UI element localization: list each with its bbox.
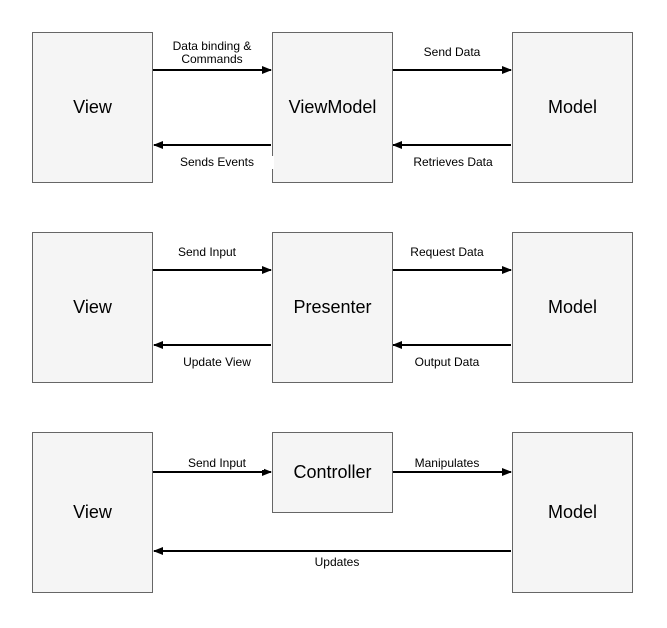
mvvm-view-label: View xyxy=(73,97,112,117)
mvp-presenter-label: Presenter xyxy=(293,297,372,317)
mvc-manipulates-label: Manipulates xyxy=(400,457,494,470)
mvp-send-input-label: Send Input xyxy=(160,246,254,259)
mvp-request-data-label: Request Data xyxy=(400,246,494,259)
mvvm-retrieves-data-label: Retrieves Data xyxy=(398,156,508,169)
mvp-presenter-box: Presenter xyxy=(272,232,393,383)
mvp-model-label: Model xyxy=(547,297,598,317)
mvp-model-box: Model xyxy=(512,232,633,383)
mvp-view-label: View xyxy=(73,297,112,317)
mvvm-model-label: Model xyxy=(547,97,598,117)
mvp-output-data-label: Output Data xyxy=(400,356,494,369)
mvvm-binding-label: Data binding & Commands xyxy=(160,40,264,66)
mvvm-viewmodel-box: ViewModel xyxy=(272,32,393,183)
mvc-view-label: View xyxy=(73,502,112,522)
mvvm-model-box: Model xyxy=(512,32,633,183)
mvc-controller-label: Controller xyxy=(293,462,372,482)
mvp-view-box: View xyxy=(32,232,153,383)
mvvm-sends-events-label: Sends Events xyxy=(160,156,274,169)
mvc-view-box: View xyxy=(32,432,153,593)
mvc-send-input-label: Send Input xyxy=(170,457,264,470)
mvvm-view-box: View xyxy=(32,32,153,183)
mvc-updates-label: Updates xyxy=(290,556,384,569)
mvc-model-box: Model xyxy=(512,432,633,593)
mvc-model-label: Model xyxy=(547,502,598,522)
mvvm-viewmodel-label: ViewModel xyxy=(288,97,377,117)
mvp-update-view-label: Update View xyxy=(170,356,264,369)
mvc-controller-box: Controller xyxy=(272,432,393,513)
mvvm-send-data-label: Send Data xyxy=(400,46,504,59)
